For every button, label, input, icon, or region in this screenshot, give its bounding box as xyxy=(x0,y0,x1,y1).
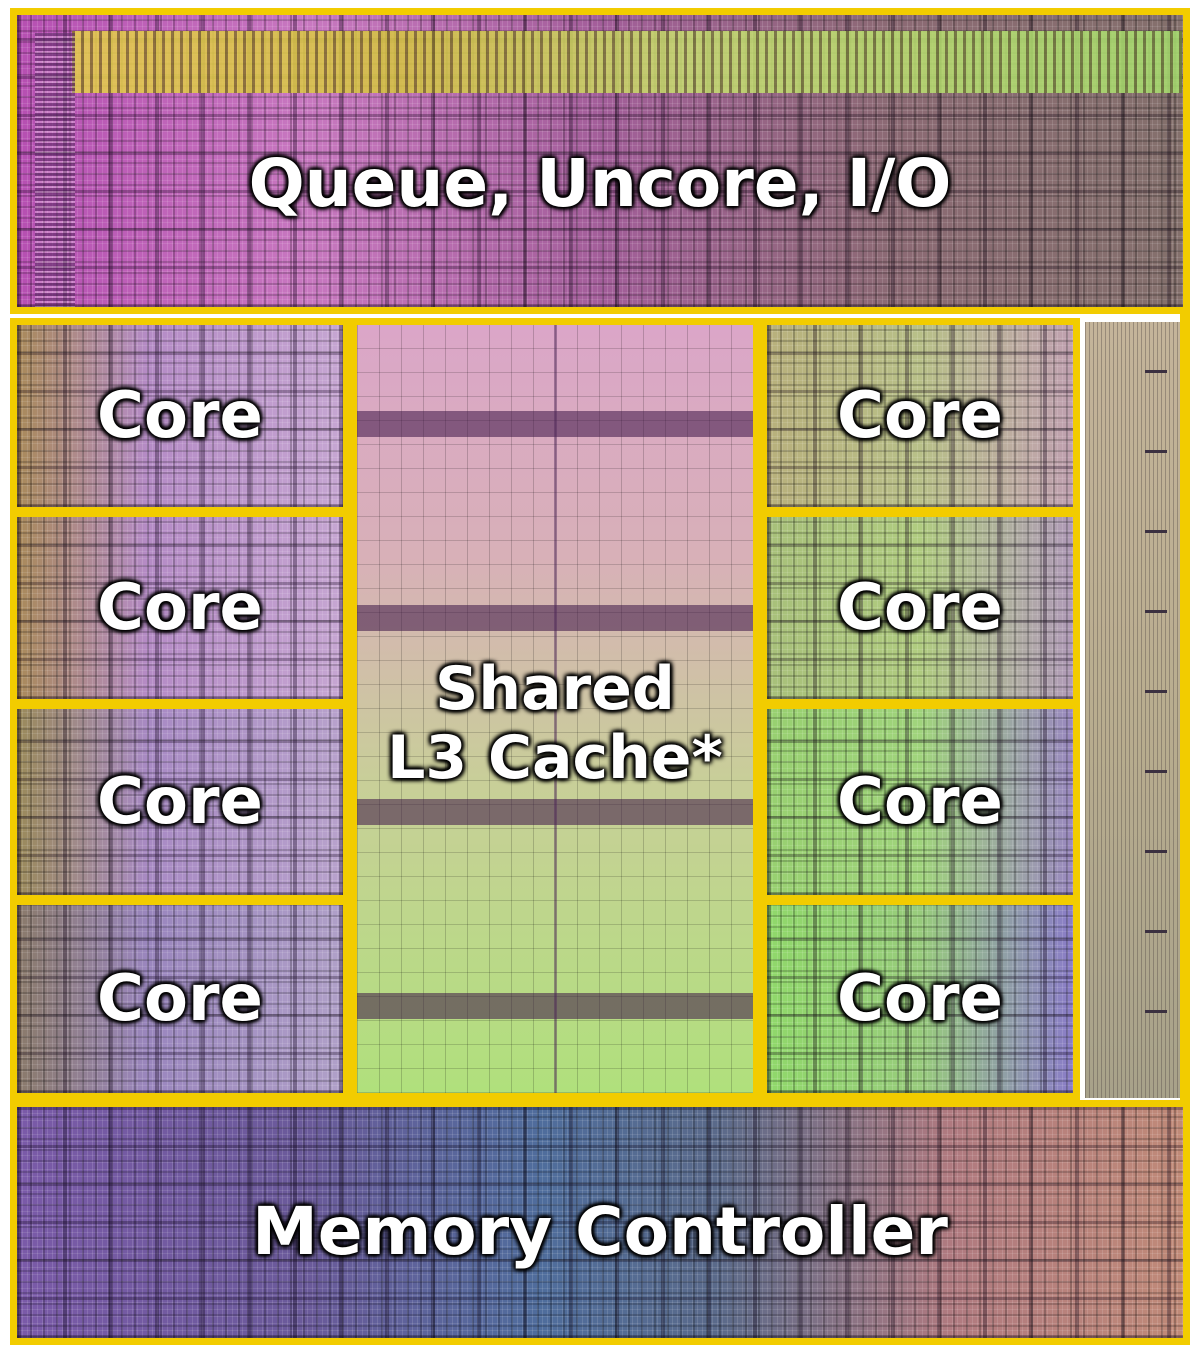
memory-controller-region: Memory Controller xyxy=(10,1100,1190,1345)
l3-cache-label-line1: Shared xyxy=(435,654,675,725)
die-blocks xyxy=(767,709,1073,895)
right-frame xyxy=(1180,314,1190,1104)
core-label: Core xyxy=(97,379,263,453)
die-texture xyxy=(17,517,343,699)
core-right-2: Core xyxy=(760,510,1080,706)
die-texture xyxy=(17,905,343,1093)
core-left-1: Core xyxy=(10,318,350,514)
memory-controller-label: Memory Controller xyxy=(252,1192,948,1270)
die-texture xyxy=(767,905,1073,1093)
l3-cache-region: Shared L3 Cache* xyxy=(350,318,760,1100)
die-texture xyxy=(17,709,343,895)
strip-tick xyxy=(1145,610,1167,613)
die-blocks xyxy=(17,1107,1183,1338)
io-pad-row xyxy=(72,31,1182,93)
core-label: Core xyxy=(97,962,263,1036)
io-pad-column xyxy=(35,33,75,307)
cache-spine xyxy=(554,325,557,1093)
strip-tick xyxy=(1145,370,1167,373)
die-texture xyxy=(17,325,343,507)
die-texture xyxy=(767,325,1073,507)
core-right-1: Core xyxy=(760,318,1080,514)
core-label: Core xyxy=(97,571,263,645)
cache-texture xyxy=(357,325,753,1093)
strip-tick xyxy=(1145,770,1167,773)
core-label: Core xyxy=(837,379,1003,453)
core-label: Core xyxy=(837,962,1003,1036)
core-left-2: Core xyxy=(10,510,350,706)
core-label: Core xyxy=(837,765,1003,839)
strip-tick xyxy=(1145,850,1167,853)
l3-cache-label: Shared L3 Cache* xyxy=(357,655,753,793)
strip-tick xyxy=(1145,1010,1167,1013)
die-blocks xyxy=(767,325,1073,507)
strip-tick xyxy=(1145,930,1167,933)
strip-tick xyxy=(1145,690,1167,693)
die-blocks xyxy=(17,325,343,507)
core-label: Core xyxy=(97,765,263,839)
core-label: Core xyxy=(837,571,1003,645)
l3-cache-label-line2: L3 Cache* xyxy=(387,723,723,794)
die-texture xyxy=(767,709,1073,895)
die-blocks xyxy=(767,905,1073,1093)
die-blocks xyxy=(17,709,343,895)
die-blocks xyxy=(767,517,1073,699)
uncore-label: Queue, Uncore, I/O xyxy=(248,145,952,223)
core-left-4: Core xyxy=(10,898,350,1100)
strip-tick xyxy=(1145,530,1167,533)
die-texture xyxy=(767,517,1073,699)
strip-tick xyxy=(1145,450,1167,453)
die-blocks xyxy=(17,905,343,1093)
uncore-region: Queue, Uncore, I/O xyxy=(10,8,1190,314)
right-io-strip xyxy=(1085,322,1185,1098)
die-blocks xyxy=(17,517,343,699)
core-right-3: Core xyxy=(760,702,1080,902)
core-left-3: Core xyxy=(10,702,350,902)
die-texture xyxy=(17,1107,1183,1338)
core-right-4: Core xyxy=(760,898,1080,1100)
